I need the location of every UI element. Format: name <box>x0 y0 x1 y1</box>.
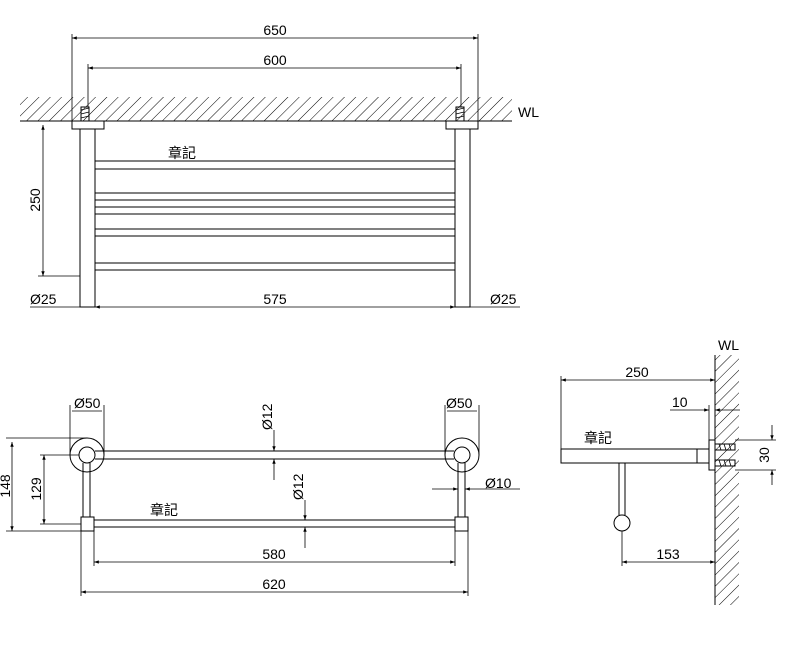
dim-right-post-diameter: Ø25 <box>490 291 517 307</box>
top-right-end-cap <box>454 516 469 532</box>
front-left-post <box>79 128 96 308</box>
dim-depth-rail: 129 <box>28 477 44 501</box>
front-stamp-label: 章記 <box>168 145 196 161</box>
dim-rear-rail: Ø12 <box>259 403 275 430</box>
side-wall-line-label: WL <box>718 337 739 353</box>
dim-overall-width: 650 <box>263 22 287 38</box>
dim-bracket-rod: Ø10 <box>485 475 512 491</box>
side-rod-end <box>613 514 631 532</box>
top-stamp-label: 章記 <box>150 502 178 518</box>
dim-overall-length: 620 <box>262 576 286 592</box>
dim-flange-thickness: 10 <box>672 394 688 410</box>
dim-left-flange: Ø50 <box>74 395 101 411</box>
top-right-post <box>453 446 471 464</box>
dim-left-post-diameter: Ø25 <box>30 291 57 307</box>
top-right-flange <box>444 437 480 473</box>
side-rail-arm <box>560 448 710 464</box>
side-flange <box>708 439 716 471</box>
front-right-post <box>454 128 471 308</box>
dim-projection: 250 <box>625 364 649 380</box>
dim-flange-height: 30 <box>756 447 772 463</box>
front-shelf-rails <box>95 160 455 271</box>
dim-post-spacing: 600 <box>263 52 287 68</box>
dim-front-rail: Ø12 <box>290 473 306 500</box>
front-right-flange <box>445 120 479 130</box>
dim-hook-offset: 153 <box>656 546 680 562</box>
front-view: WL <box>20 22 539 309</box>
side-stamp-label: 章記 <box>584 430 612 446</box>
front-wall-hatch <box>20 97 512 121</box>
side-screw-lower-icon <box>714 459 736 467</box>
dim-inner-length: 580 <box>262 546 286 562</box>
dim-right-flange: Ø50 <box>446 395 473 411</box>
front-left-flange <box>71 120 105 130</box>
dim-inner-span: 575 <box>263 291 287 307</box>
side-view: WL 章記 250 10 <box>560 337 776 605</box>
top-left-end-cap <box>80 516 95 532</box>
top-view: 章記 Ø50 Ø50 Ø12 Ø12 Ø10 148 129 <box>0 395 520 596</box>
front-wall-line-label: WL <box>518 104 539 120</box>
top-left-post <box>78 446 96 464</box>
dim-height: 250 <box>27 188 43 212</box>
side-wall-hatch <box>715 355 739 605</box>
dim-depth-total: 148 <box>0 474 13 498</box>
